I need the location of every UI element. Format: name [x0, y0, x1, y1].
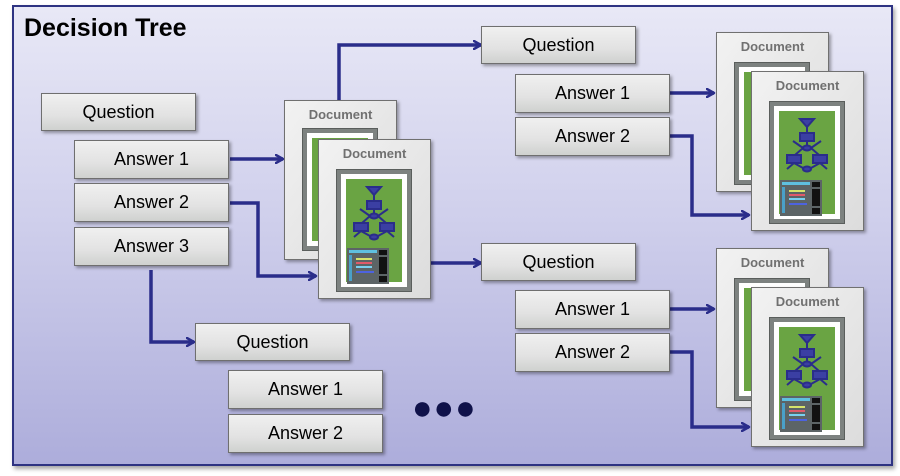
document-label: Document: [775, 294, 840, 309]
root-answer-2-node[interactable]: Answer 2: [74, 183, 229, 222]
root-answer-1-node[interactable]: Answer 1: [74, 140, 229, 179]
diagram-title: Decision Tree: [24, 14, 187, 42]
top-answer-1-node[interactable]: Answer 1: [515, 74, 670, 113]
middle-document-front[interactable]: Document: [751, 287, 864, 447]
document-label: Document: [308, 107, 373, 122]
root-question-node[interactable]: Question: [41, 93, 196, 131]
top-document-front[interactable]: Document: [751, 71, 864, 231]
bottom-answer-2-node[interactable]: Answer 2: [228, 414, 383, 453]
document-label: Document: [740, 255, 805, 270]
ellipsis-more-indicator: ●●●: [412, 389, 477, 427]
center-document-front[interactable]: Document: [318, 139, 431, 299]
document-label: Document: [342, 146, 407, 161]
flowchart-icon: [353, 186, 395, 241]
screen-window-icon: [347, 248, 389, 284]
top-question-node[interactable]: Question: [481, 26, 636, 64]
connector-root-a3: [149, 270, 194, 342]
connector-doc-top-question: [337, 45, 481, 101]
flowchart-icon: [786, 334, 828, 389]
connector-top-a2: [670, 134, 749, 215]
connector-root-a2: [230, 201, 316, 276]
top-answer-2-node[interactable]: Answer 2: [515, 117, 670, 156]
document-label: Document: [775, 78, 840, 93]
bottom-question-node[interactable]: Question: [195, 323, 350, 361]
flowchart-icon: [786, 118, 828, 173]
screen-window-icon: [780, 396, 822, 432]
root-answer-3-node[interactable]: Answer 3: [74, 227, 229, 266]
middle-question-node[interactable]: Question: [481, 243, 636, 281]
connector-mid-a2: [670, 350, 749, 427]
middle-answer-1-node[interactable]: Answer 1: [515, 290, 670, 329]
bottom-answer-1-node[interactable]: Answer 1: [228, 370, 383, 409]
document-label: Document: [740, 39, 805, 54]
middle-answer-2-node[interactable]: Answer 2: [515, 333, 670, 372]
screen-window-icon: [780, 180, 822, 216]
